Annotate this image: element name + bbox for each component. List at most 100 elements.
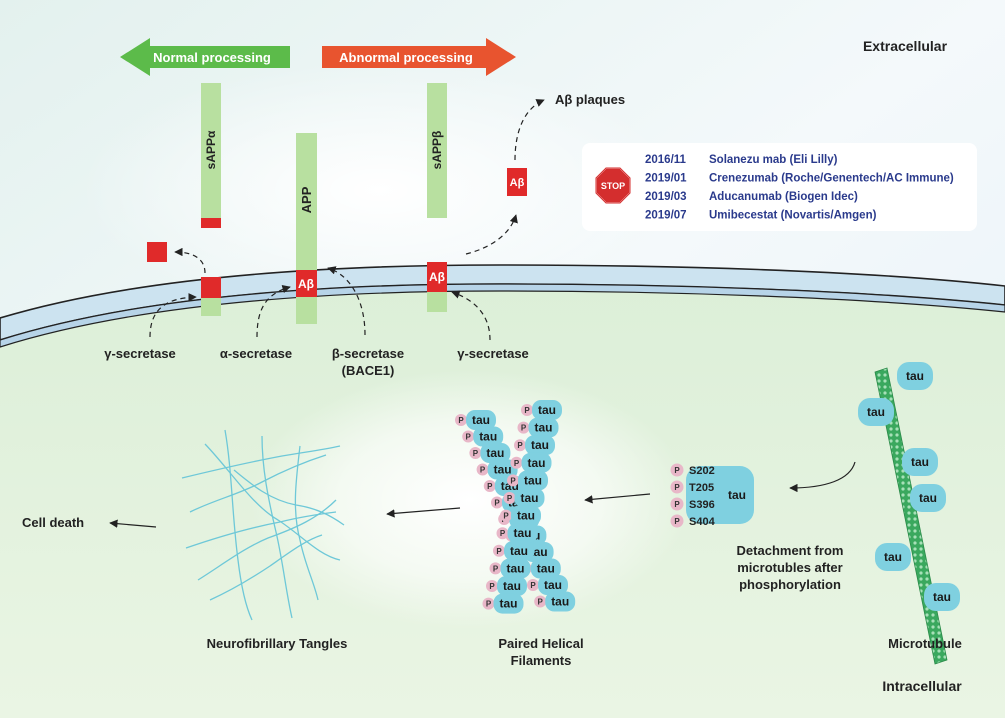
phf-tau-label: tau	[551, 595, 569, 609]
phospho-site-label: S396	[689, 499, 715, 511]
phf-formation-arrow	[584, 493, 651, 504]
phf-label-line1: Paired Helical	[498, 636, 583, 651]
abeta-plaques-label: Aβ plaques	[555, 92, 625, 107]
microtubule-tau	[924, 583, 960, 611]
phf-tau-label: tau	[544, 578, 562, 592]
phf-tau-label: tau	[486, 446, 504, 460]
sappa-fragment: sAPPα	[201, 83, 221, 228]
extracellular-label: Extracellular	[863, 38, 948, 54]
microtubule-tau-label: tau	[867, 405, 885, 419]
trial-date: 2019/03	[645, 191, 687, 203]
intracellular-label: Intracellular	[882, 678, 962, 694]
phf-phospho	[510, 456, 523, 469]
phf-tau	[532, 400, 562, 420]
microtubule-tau-label: tau	[884, 550, 902, 564]
alpha-secretase-label: α-secretase	[220, 346, 292, 361]
detach-label-line1: Detachment from	[737, 543, 844, 558]
phf-phospho	[507, 474, 519, 487]
phf-phospho-label: P	[517, 441, 523, 450]
phf-tau-label: tau	[517, 509, 535, 523]
phf-tau-label: tau	[524, 473, 542, 487]
phf-tau-label: tau	[507, 561, 525, 575]
abnormal-processing-arrow: Abnormal processing	[322, 38, 516, 76]
phospho-bubble	[670, 463, 684, 477]
fragment-release-arrow	[174, 247, 206, 274]
extracellular-glow	[80, 60, 680, 320]
phf-tau	[504, 540, 534, 561]
phf-phospho-label: P	[503, 512, 509, 521]
microtubule-tau-label: tau	[911, 455, 929, 469]
phf-tau	[480, 443, 511, 463]
membrane-abeta-beta: Aβ	[427, 262, 447, 312]
microtubule-tau	[902, 448, 938, 476]
neurofibrillary-tangles-drawing	[181, 429, 345, 621]
app-label: APP	[299, 186, 314, 213]
phf-tau	[514, 488, 545, 508]
detachment-arrow	[789, 461, 856, 493]
phf-tau-label: tau	[510, 544, 528, 558]
trials-box	[582, 143, 977, 231]
trial-date: 2019/01	[645, 173, 687, 185]
normal-processing-arrow: Normal processing	[120, 38, 290, 76]
trial-drug: Aducanumab (Biogen Idec)	[709, 191, 858, 203]
phf-tau-label: tau	[521, 491, 539, 505]
paired-helical-filaments: PtauPtauPtauPtauPtauPtauPtauPtauPtauPtau…	[455, 400, 576, 614]
gamma-secretase-right-label: γ-secretase	[457, 346, 529, 361]
detached-tau-label: tau	[728, 488, 746, 502]
phf-phospho-label: P	[489, 582, 495, 591]
gamma-secretase-left-label: γ-secretase	[104, 346, 176, 361]
microtubule-tau-label: tau	[933, 590, 951, 604]
trial-date: 2019/07	[645, 210, 687, 222]
phf-phospho	[489, 562, 502, 575]
released-abeta: Aβ	[507, 168, 527, 196]
phf-tau	[497, 576, 527, 596]
phf-phospho	[476, 463, 489, 476]
phf-phospho	[483, 480, 496, 492]
microtubule-tau	[858, 398, 894, 426]
phf-phospho-label: P	[480, 466, 486, 475]
beta-secretase-label: β-secretase	[332, 346, 404, 361]
microtubule-label: Microtubule	[888, 636, 962, 651]
microtubule-tau	[910, 484, 946, 512]
phf-tau-label: tau	[472, 413, 490, 427]
phf-phospho	[514, 439, 526, 452]
microtubule-tau-label: tau	[906, 369, 924, 383]
cell-death-label: Cell death	[22, 515, 84, 530]
phf-tau	[538, 575, 568, 595]
phf-phospho	[486, 580, 498, 592]
phf-tau	[525, 435, 555, 456]
trial-drug: Crenezumab (Roche/Genentech/AC Immune)	[709, 173, 954, 185]
phospho-p-label: P	[674, 517, 680, 526]
tangles-label: Neurofibrillary Tangles	[207, 636, 348, 651]
phf-phospho-label: P	[458, 416, 464, 425]
phf-tau-label: tau	[500, 597, 518, 611]
phf-tau	[493, 593, 524, 614]
phf-tau	[487, 459, 518, 480]
phospho-bubble	[670, 514, 684, 528]
plaque-arrow	[514, 99, 545, 161]
phf-phospho	[491, 496, 503, 509]
alpha-arrow	[256, 284, 291, 338]
phf-phospho	[517, 421, 530, 434]
abnormal-processing-label: Abnormal processing	[339, 50, 473, 65]
phf-phospho-label: P	[538, 598, 544, 607]
phf-tau-label: tau	[528, 456, 546, 470]
phf-phospho-label: P	[507, 494, 513, 503]
released-fragment	[147, 242, 167, 262]
phospho-site-label: T205	[689, 482, 714, 494]
stop-sign-icon: STOP	[595, 167, 631, 204]
phf-tau-label: tau	[479, 430, 497, 444]
membrane-abeta-label: Aβ	[429, 270, 445, 284]
released-abeta-label: Aβ	[510, 177, 525, 189]
phf-tau-label: tau	[537, 562, 555, 576]
phf-phospho	[482, 597, 495, 610]
phf-tau	[500, 558, 531, 579]
tangle-formation-arrow	[386, 507, 461, 518]
beta-arrow	[327, 266, 366, 336]
membrane-fragment-alpha	[201, 277, 221, 316]
phf-tau	[545, 591, 576, 612]
